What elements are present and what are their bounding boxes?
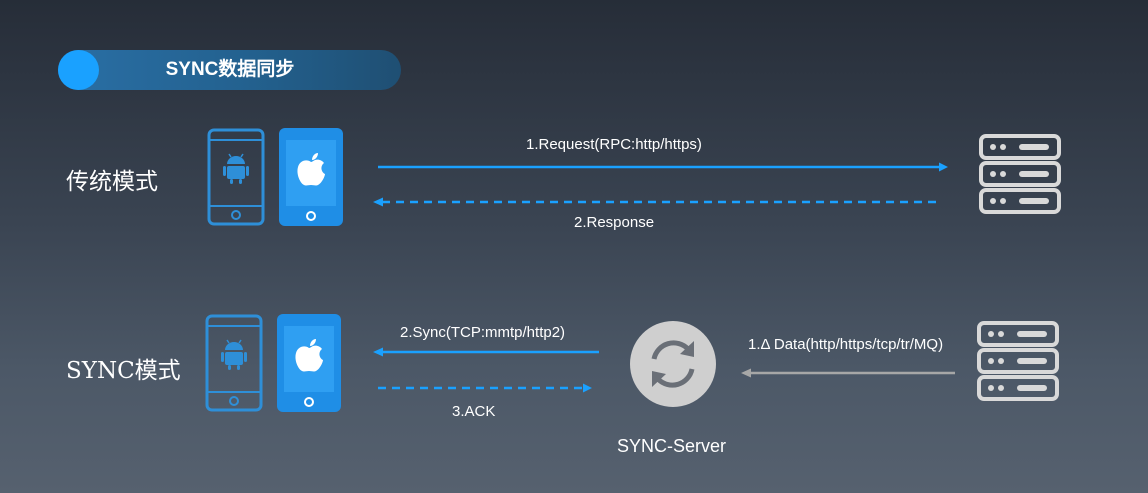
android-phone-icon-sync (205, 314, 263, 412)
sync-mode-label: SYNC模式 (66, 358, 181, 384)
section-title: SYNC数据同步 (165, 59, 295, 80)
request-arrow (378, 160, 950, 174)
traditional-mode-label: 传统模式 (66, 169, 158, 195)
title-dot (58, 50, 99, 90)
response-label: 2.Response (574, 214, 655, 231)
sync-label: 2.Sync(TCP:mmtp/http2) (400, 324, 566, 341)
delta-data-label: 1.Δ Data(http/https/tcp/tr/MQ) (748, 336, 944, 353)
android-phone-icon (207, 128, 265, 226)
response-arrow (372, 195, 944, 209)
section-title-pill (58, 50, 401, 90)
request-label: 1.Request(RPC:http/https) (526, 136, 702, 153)
delta-data-arrow (740, 366, 956, 380)
sync-server-label: SYNC-Server (617, 436, 727, 456)
apple-phone-icon (279, 128, 343, 226)
sync-arrow (372, 345, 600, 359)
sync-server-icon (628, 319, 718, 409)
server-icon (979, 134, 1061, 214)
server-icon-sync (977, 321, 1059, 401)
ack-label: 3.ACK (452, 403, 496, 420)
ack-arrow (378, 381, 594, 395)
apple-phone-icon-sync (277, 314, 341, 412)
